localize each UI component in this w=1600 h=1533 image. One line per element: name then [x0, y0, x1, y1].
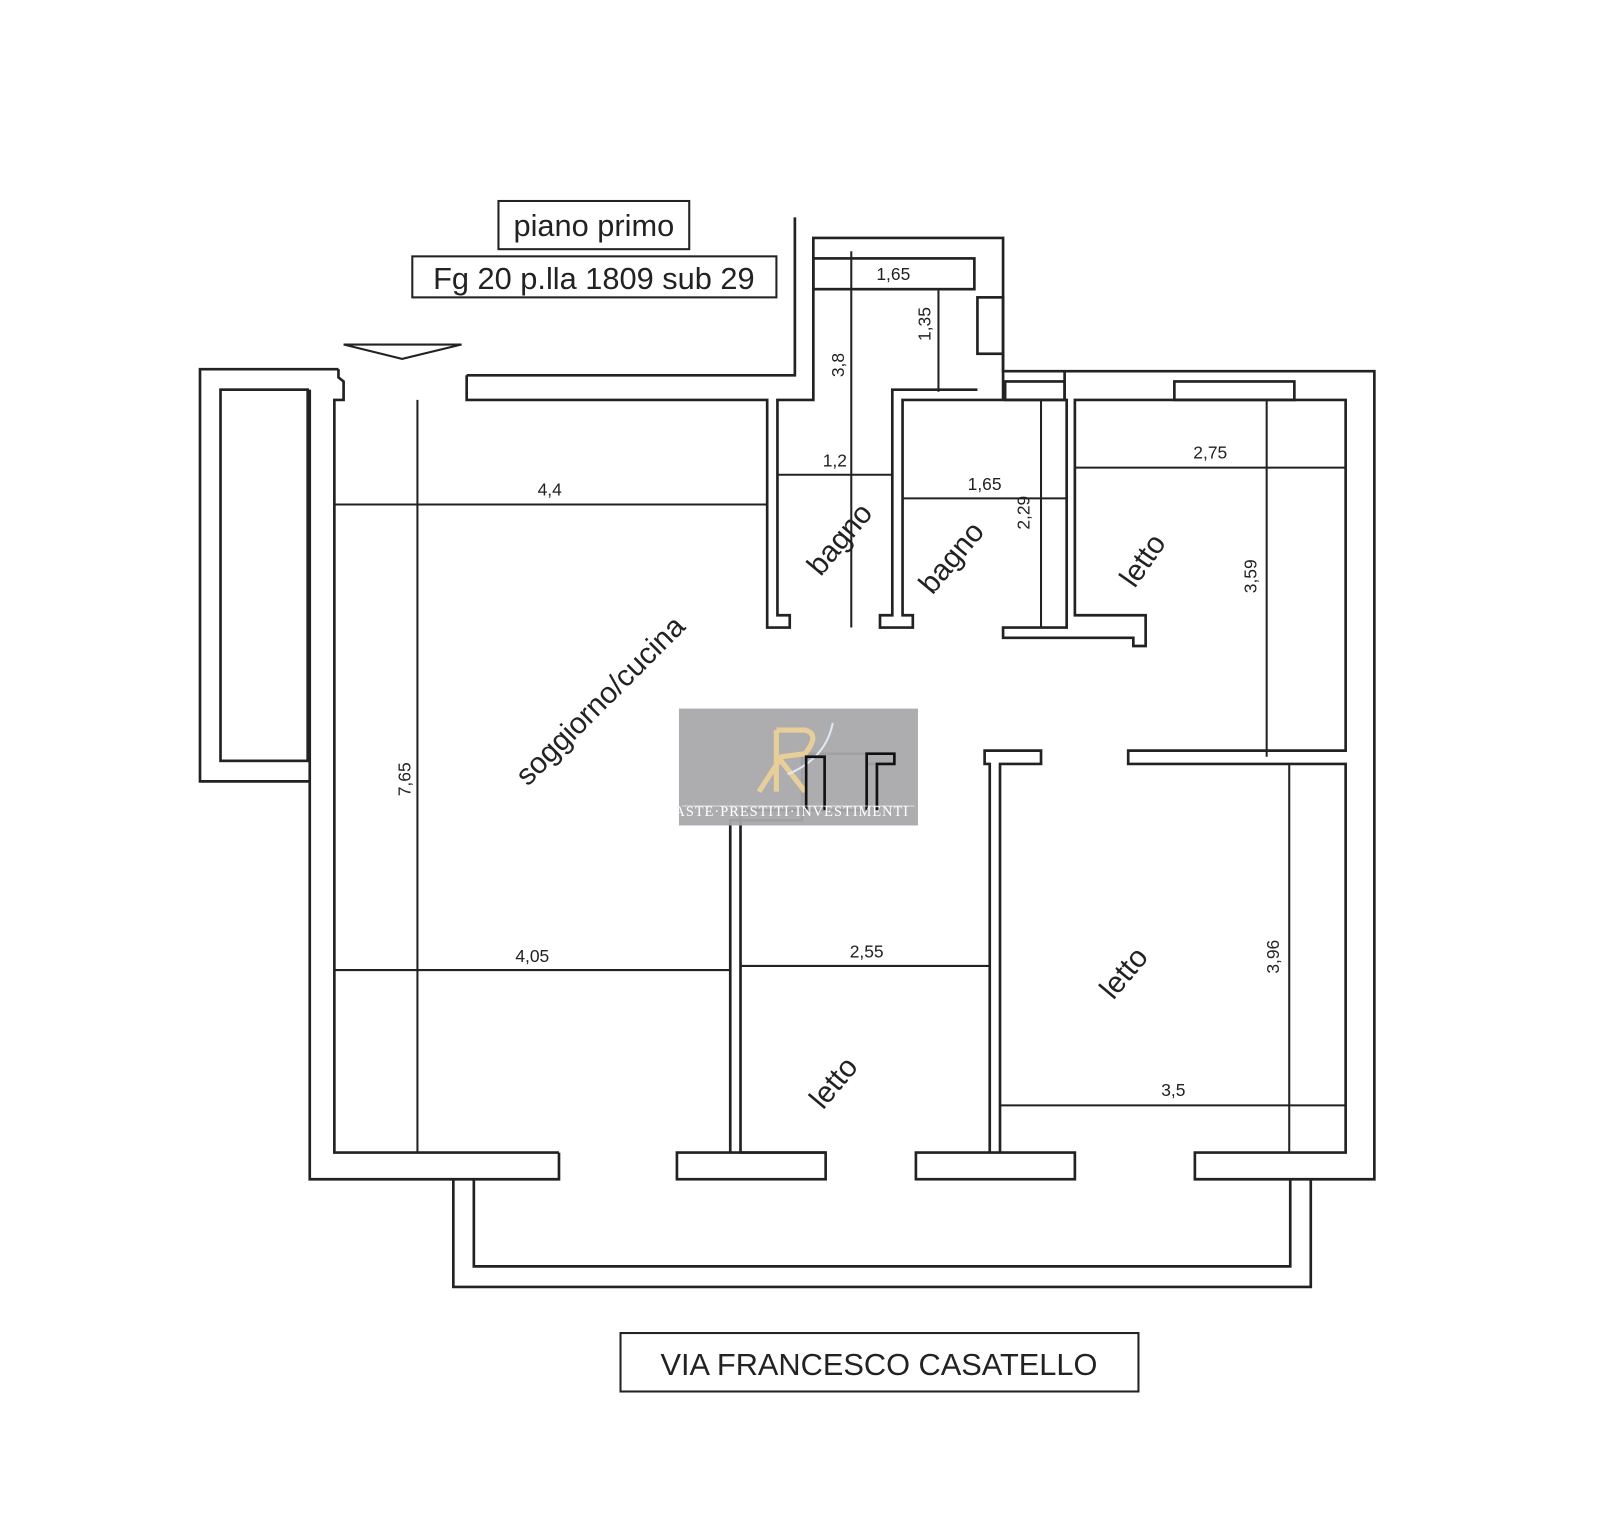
- dim-bedroom-tr-depth: 3,59: [1240, 559, 1260, 593]
- dim-bedroom-br-depth: 3,96: [1263, 940, 1283, 974]
- dim-corridor-side: 1,35: [914, 307, 934, 341]
- room-bedroom-bottom-right: letto: [1093, 941, 1154, 1005]
- dim-bath1-width: 1,2: [823, 451, 847, 471]
- cadastral-box: Fg 20 p.lla 1809 sub 29: [411, 255, 778, 299]
- dim-living-depth: 7,65: [394, 762, 414, 796]
- dim-bath1-depth: 3,8: [828, 353, 848, 377]
- dim-corridor-top: 1,65: [876, 264, 910, 284]
- street-label-box: VIA FRANCESCO CASATELLO: [619, 1332, 1140, 1393]
- dim-bath2-depth: 2,29: [1014, 496, 1034, 530]
- floor-title: piano primo: [514, 208, 675, 243]
- dimension-lines: [334, 251, 1346, 1153]
- dimension-labels: 4,4 7,65 4,05 2,55 1,65 3,8 1,35 1,2 1,6…: [394, 264, 1283, 1100]
- watermark-caption: ASTE·PRESTITI·INVESTIMENTI: [674, 804, 909, 820]
- room-living-kitchen: soggiorno/cucina: [509, 609, 692, 792]
- entrance-marker: [343, 343, 462, 360]
- floor-title-box: piano primo: [497, 199, 691, 251]
- left-balcony: [198, 367, 339, 783]
- dim-bath2-width: 1,65: [968, 474, 1002, 494]
- watermark-logo: ASTE·PRESTITI·INVESTIMENTI: [674, 708, 918, 826]
- cadastral-reference: Fg 20 p.lla 1809 sub 29: [433, 261, 754, 296]
- dim-living-width-bottom: 4,05: [515, 946, 549, 966]
- dim-bedroom-center-width: 2,55: [850, 942, 884, 962]
- street-name: VIA FRANCESCO CASATELLO: [661, 1347, 1098, 1382]
- dim-bedroom-br-width: 3,5: [1161, 1080, 1185, 1100]
- room-bedroom-bottom-center: letto: [803, 1051, 864, 1115]
- dim-bedroom-tr-width: 2,75: [1193, 442, 1227, 462]
- room-bedroom-top-right: letto: [1113, 528, 1172, 593]
- room-bathroom-2: bagno: [912, 516, 990, 601]
- bottom-balcony: [451, 1179, 1313, 1289]
- dim-living-width-top: 4,4: [538, 479, 563, 499]
- room-bathroom-1: bagno: [801, 497, 879, 582]
